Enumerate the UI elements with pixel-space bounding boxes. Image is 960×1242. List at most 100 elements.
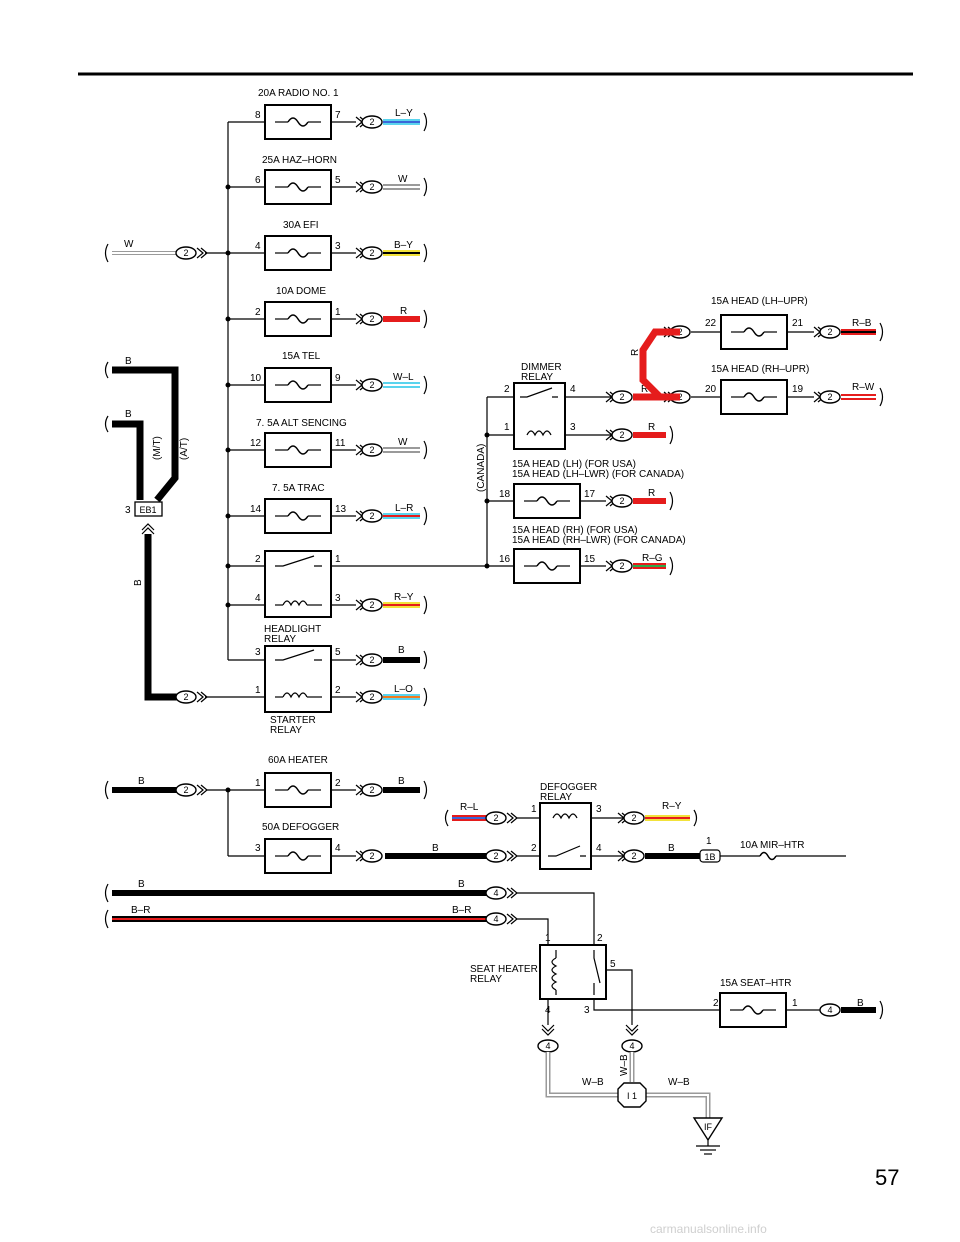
fuse-heater: 60A HEATER 1 2 B bbox=[255, 755, 405, 789]
fuse-head-lh-upr-label: 15A HEAD (LH–UPR) bbox=[711, 296, 808, 307]
wire-r-b bbox=[841, 322, 884, 342]
fuse-box-1 bbox=[264, 169, 332, 205]
connector-label: 2 bbox=[369, 511, 374, 521]
wire-color-label: L–Y bbox=[395, 108, 413, 119]
pin: 20 bbox=[705, 384, 717, 395]
canada-bus: (CANADA) bbox=[476, 396, 514, 569]
pin: 2 bbox=[504, 384, 510, 395]
pin: 4 bbox=[255, 593, 261, 604]
wire-l-r bbox=[383, 506, 428, 526]
connector-2: 2 bbox=[493, 851, 498, 861]
connector-2: 2 bbox=[355, 690, 383, 704]
starter-relay-label: STARTER bbox=[270, 715, 316, 726]
fuse-dome-label: 10A DOME bbox=[276, 286, 326, 297]
pin: 1 bbox=[792, 998, 798, 1009]
starter-relay-label: RELAY bbox=[270, 725, 302, 736]
fuse-box-0 bbox=[264, 104, 332, 140]
fuse-box-4 bbox=[264, 367, 332, 403]
fuse-box-3 bbox=[264, 301, 332, 337]
wire-color-label: L–R bbox=[395, 503, 413, 514]
pin: 2 bbox=[597, 933, 603, 944]
wire-b bbox=[383, 650, 428, 670]
connector-label: 2 bbox=[369, 117, 374, 127]
pin: 3 bbox=[255, 843, 261, 854]
connector-2: 2 bbox=[355, 849, 383, 863]
at-label: (A/T) bbox=[179, 438, 190, 460]
pin: 1 bbox=[531, 804, 537, 815]
wire-b-y bbox=[383, 243, 428, 263]
b-main-label: B bbox=[138, 879, 145, 890]
wire-color-label: R–L bbox=[460, 802, 479, 813]
connector-label: 2 bbox=[369, 314, 374, 324]
wb-left-label: W–B bbox=[582, 1077, 604, 1088]
pin: 2 bbox=[335, 778, 341, 789]
mt-label: (M/T) bbox=[152, 436, 163, 460]
wire-color-label: R–Y bbox=[394, 592, 414, 603]
defogger-relay: 2 R–L DEFOGGER RELAY 1 3 2 4 R–Y B 1B 1 … bbox=[444, 782, 846, 870]
connector-label: 2 bbox=[369, 851, 374, 861]
wire-color-label: W bbox=[398, 174, 408, 185]
dimmer-relay: DIMMER RELAY 2 4 1 3 R R bbox=[504, 362, 655, 450]
connector-2: 2 bbox=[355, 246, 383, 260]
headlight-relay-label: HEADLIGHT bbox=[264, 624, 321, 635]
red-splice: R bbox=[630, 328, 680, 401]
connector-4: 4 bbox=[545, 1041, 550, 1051]
connector-label: 2 bbox=[619, 496, 624, 506]
wire-r-w bbox=[841, 387, 884, 407]
pin: 3 bbox=[335, 593, 341, 604]
fuse-head-lh-upr: 15A HEAD (LH–UPR) 22 21 R–B bbox=[705, 296, 872, 329]
fuse-head-lh-label: 15A HEAD (LH) (FOR USA) bbox=[512, 459, 636, 470]
dimmer-relay-label: DIMMER bbox=[521, 362, 562, 373]
connector-2: 2 bbox=[813, 325, 841, 339]
fuse-box-head-lh bbox=[513, 483, 581, 519]
b-mt-label: B bbox=[125, 356, 132, 367]
pin: 2 bbox=[255, 554, 261, 565]
fusible-bus bbox=[205, 121, 265, 661]
pin: 1 bbox=[335, 307, 341, 318]
fuse-defogger: 50A DEFOGGER 3 4 B 2 bbox=[255, 822, 518, 863]
wire-r-y bbox=[383, 595, 428, 615]
fuse-box-head-lh-upr bbox=[720, 314, 788, 350]
connector-4: 4 bbox=[629, 1041, 634, 1051]
pin: 1 bbox=[504, 422, 510, 433]
pin: 1 bbox=[335, 554, 341, 565]
fuse-heater-label: 60A HEATER bbox=[268, 755, 328, 766]
br-right-label: B–R bbox=[452, 905, 471, 916]
pin: 17 bbox=[584, 489, 596, 500]
eb1-connector: EB1 bbox=[139, 505, 156, 515]
fuse-dome: 10A DOME 2 1 R bbox=[255, 286, 407, 318]
wire-color-label: L–O bbox=[394, 684, 413, 695]
pin: 7 bbox=[335, 110, 341, 121]
wire-color-label: W–L bbox=[393, 372, 414, 383]
pin: 21 bbox=[792, 318, 804, 329]
fuse-box-defogger bbox=[264, 838, 332, 874]
br-main-label: B–R bbox=[131, 905, 150, 916]
connector-label: 2 bbox=[619, 430, 624, 440]
wire-color-label: R bbox=[648, 422, 655, 433]
fuse-head-rh-label: 15A HEAD (RH) (FOR USA) bbox=[512, 525, 638, 536]
pin: 3 bbox=[570, 422, 576, 433]
1b-connector: 1B bbox=[704, 852, 715, 862]
connector-label: 2 bbox=[827, 327, 832, 337]
eb1-junction: B B (M/T) (A/T) EB1 3 B 2 bbox=[104, 356, 208, 704]
pin: 12 bbox=[250, 438, 262, 449]
fuse-box-5 bbox=[264, 432, 332, 468]
connector-2: 2 bbox=[355, 653, 383, 667]
fuse-mir-htr-label: 10A MIR–HTR bbox=[740, 840, 804, 851]
connector-2: 2 bbox=[355, 443, 383, 457]
fuse-efi: 30A EFI 4 3 B–Y bbox=[255, 220, 413, 252]
wire-w bbox=[383, 177, 428, 197]
connector-label: 2 bbox=[631, 813, 636, 823]
connector-4: 4 bbox=[827, 1005, 832, 1015]
pin: 6 bbox=[255, 175, 261, 186]
pin: 1 bbox=[255, 778, 261, 789]
pin: 5 bbox=[610, 959, 616, 970]
connector-2: 2 bbox=[355, 180, 383, 194]
wire-r bbox=[633, 425, 674, 445]
wb-vert-label: W–B bbox=[619, 1054, 630, 1076]
connector-2: 2 bbox=[183, 785, 188, 795]
pin: 11 bbox=[335, 438, 346, 449]
fuse-seat-htr-label: 15A SEAT–HTR bbox=[720, 978, 792, 989]
pin: 15 bbox=[584, 554, 596, 565]
